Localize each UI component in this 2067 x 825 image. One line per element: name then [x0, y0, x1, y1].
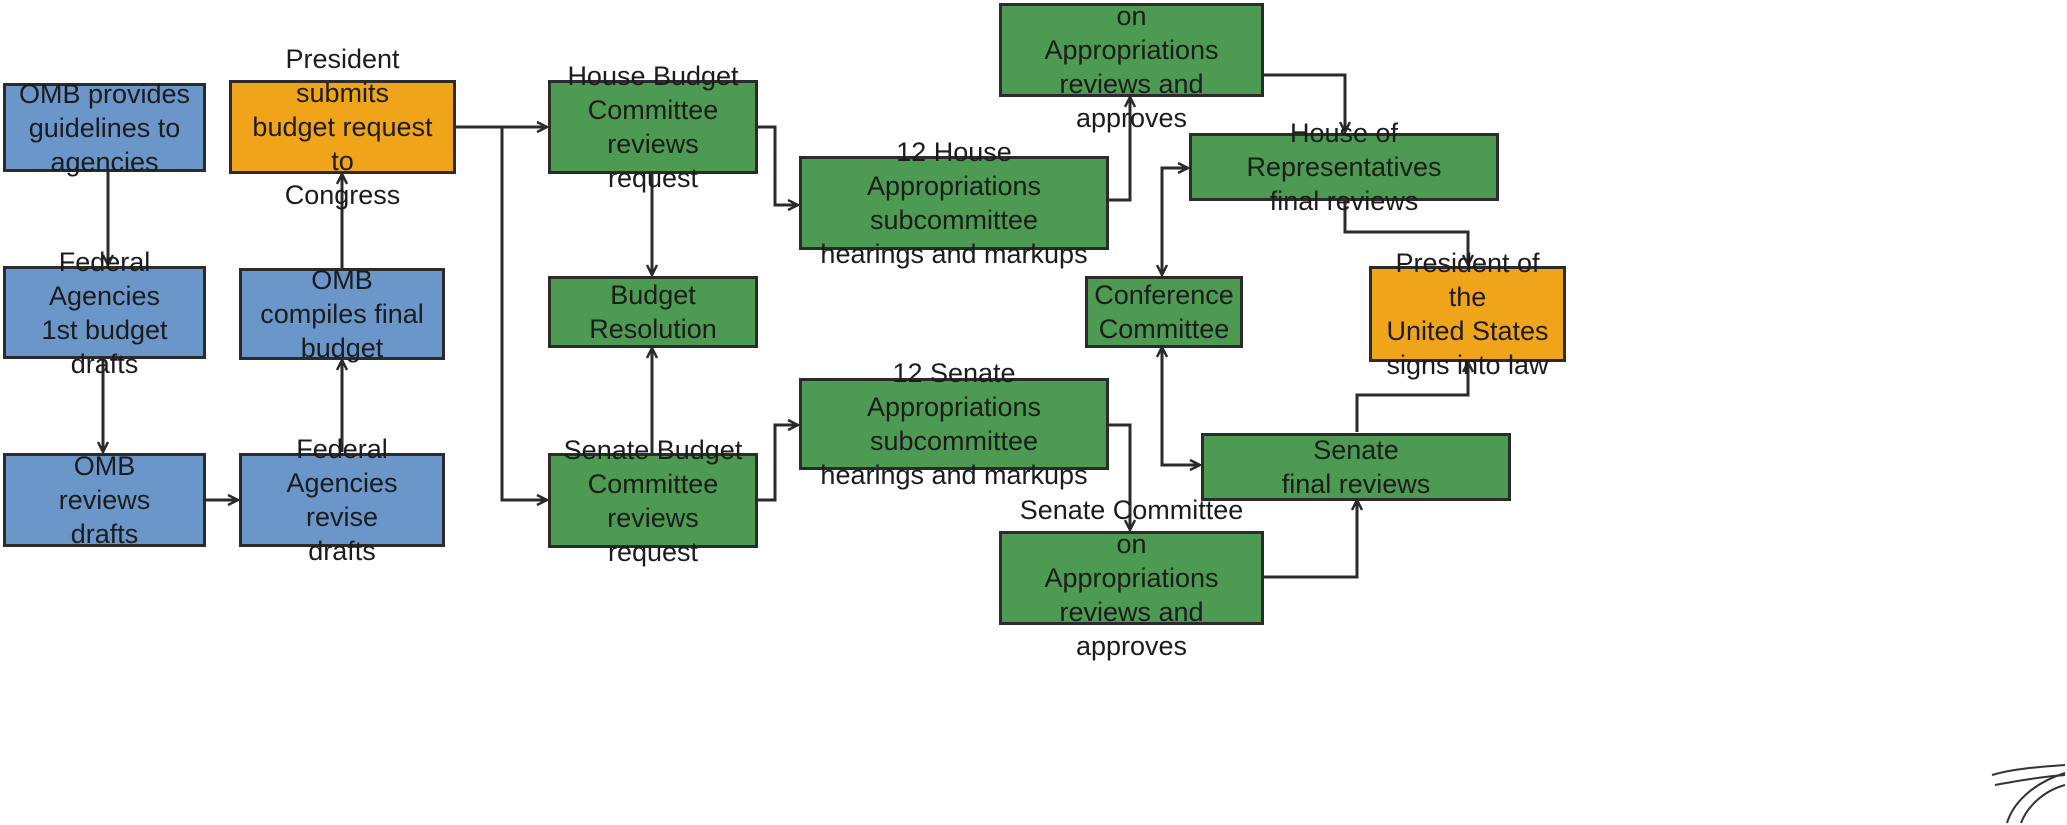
arrow-house-appropriations-to-house-final [1263, 73, 1345, 132]
node-omb-guidelines: OMB provides guidelines to agencies [3, 79, 206, 177]
arrow-house-final-to-president-signs [1343, 200, 1468, 265]
arrow-conference-to-senate-final [1160, 347, 1200, 465]
node-label: Conference Committee [1094, 280, 1234, 344]
arrow-senate-final-to-president-signs [1355, 362, 1468, 432]
node-label: House Committee on Appropriations review… [1044, 1, 1219, 133]
node-president-submits: President submits budget request to Cong… [229, 44, 456, 210]
node-label: Senate Committee on Appropriations revie… [1019, 495, 1244, 661]
arrow-house-final-to-conference [1162, 166, 1188, 275]
node-label: Senate final reviews [1281, 435, 1431, 499]
node-conference-committee: Conference Committee [1085, 276, 1243, 348]
arrow-president-to-senate-budget [455, 125, 547, 500]
node-label: OMB provides guidelines to agencies [18, 78, 191, 177]
arrow-house-subcommittee-to-house-appropriations [1108, 97, 1130, 202]
arrow-senate-subcommittee-to-senate-appropriations [1108, 423, 1130, 530]
arrow-senate-final-to-conference [1162, 347, 1200, 467]
node-label: House Budget Committee reviews request [567, 61, 739, 193]
node-house-budget-committee: House Budget Committee reviews request [548, 61, 758, 193]
node-label: OMB compiles final budget [260, 265, 424, 363]
node-house-committee-appropriations: House Committee on Appropriations review… [999, 1, 1264, 133]
node-label: President submits budget request to Cong… [252, 44, 433, 210]
node-federal-agencies-drafts: Federal Agencies 1st budget drafts [3, 247, 206, 379]
node-label: Budget Resolution [589, 280, 717, 344]
node-label: Senate Budget Committee reviews request [563, 434, 743, 567]
corner-sketch-decoration [1991, 764, 2066, 824]
node-senate-committee-appropriations: Senate Committee on Appropriations revie… [999, 495, 1264, 661]
node-senate-final-reviews: Senate final reviews [1201, 433, 1511, 501]
node-label: OMB reviews drafts [58, 451, 151, 549]
node-omb-reviews: OMB reviews drafts [3, 451, 206, 549]
node-house-appropriations-subcommittee: 12 House Appropriations subcommittee hea… [799, 137, 1109, 269]
arrow-conference-to-house-final [1160, 168, 1188, 275]
node-agencies-revise: Federal Agencies revise drafts [239, 434, 445, 566]
arrow-house-budget-to-house-subcommittee [757, 125, 798, 205]
node-label: Federal Agencies revise drafts [286, 434, 398, 566]
node-label: 12 House Appropriations subcommittee hea… [820, 137, 1088, 269]
arrow-senate-budget-to-senate-subcommittee [757, 425, 798, 502]
arrow-senate-appropriations-to-senate-final [1263, 500, 1357, 579]
node-omb-compiles: OMB compiles final budget [239, 265, 445, 363]
node-label: 12 Senate Appropriations subcommittee he… [820, 358, 1088, 490]
node-senate-appropriations-subcommittee: 12 Senate Appropriations subcommittee he… [799, 358, 1109, 490]
node-budget-resolution: Budget Resolution [548, 276, 758, 348]
node-label: Federal Agencies 1st budget drafts [41, 246, 168, 379]
node-label: House of Representatives final reviews [1246, 118, 1442, 216]
node-house-final-reviews: House of Representatives final reviews [1189, 118, 1499, 216]
node-president-signs: President of the United States signs int… [1369, 248, 1566, 380]
node-label: President of the United States signs int… [1386, 248, 1549, 380]
node-senate-budget-committee: Senate Budget Committee reviews request [548, 435, 758, 567]
